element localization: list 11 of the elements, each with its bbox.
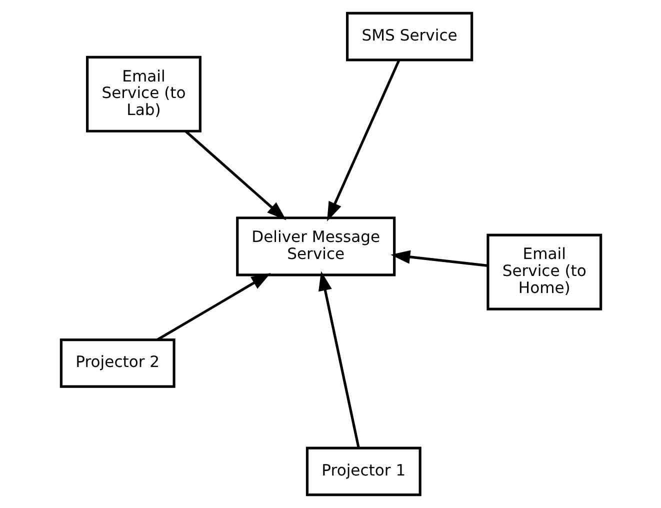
arrow <box>184 130 286 220</box>
arrow <box>390 250 488 267</box>
arrow <box>318 271 360 448</box>
node-box: Email Service (to Lab) <box>86 56 201 132</box>
node-box: Projector 1 <box>305 446 421 496</box>
node-box: Deliver Message Service <box>236 216 396 276</box>
arrow <box>326 60 400 222</box>
node-box: Email Service (to Home) <box>486 234 602 310</box>
arrow <box>156 272 270 341</box>
node-box: Projector 2 <box>59 338 175 388</box>
node-box: SMS Service <box>346 12 473 62</box>
